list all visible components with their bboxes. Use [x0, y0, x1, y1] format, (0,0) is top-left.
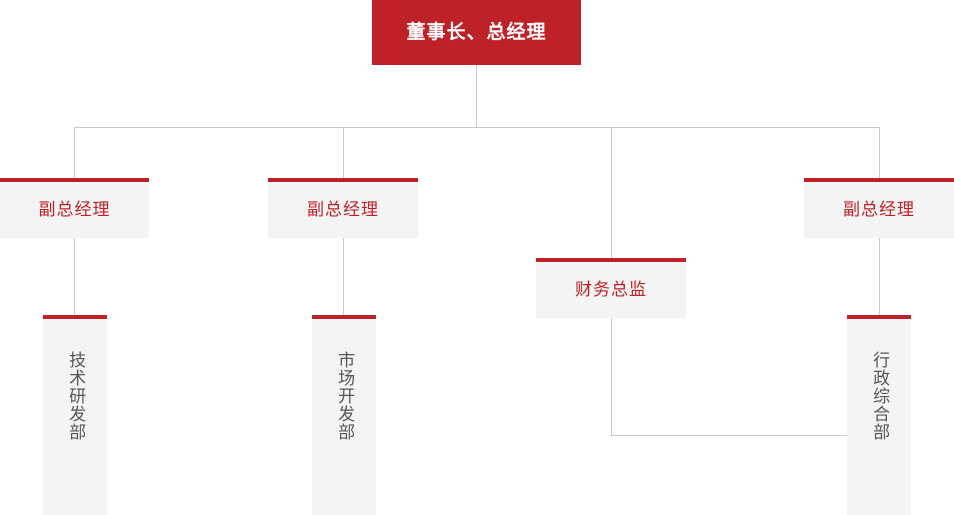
connector-deputy-1-to-dept — [74, 238, 75, 315]
node-technology-rd-department[interactable]: 技术研发部 — [43, 315, 107, 515]
node-label: 副总经理 — [843, 199, 915, 220]
node-label: 技术研发部 — [65, 351, 86, 441]
node-finance-director[interactable]: 财务总监 — [536, 258, 686, 318]
node-label: 副总经理 — [307, 199, 379, 220]
node-deputy-general-manager-2[interactable]: 副总经理 — [268, 178, 418, 238]
connector-deputy-2-to-dept — [343, 238, 344, 315]
connector-finance-across — [611, 435, 851, 436]
connector-root-stem — [476, 65, 477, 127]
node-label: 财务总监 — [575, 279, 647, 300]
connector-distribution-bar — [74, 127, 880, 128]
connector-drop-deputy-2 — [343, 127, 344, 178]
node-label: 行政综合部 — [869, 351, 890, 441]
node-deputy-general-manager-3[interactable]: 副总经理 — [804, 178, 954, 238]
connector-deputy-3-to-dept — [879, 238, 880, 315]
connector-drop-deputy-1 — [74, 127, 75, 178]
node-chairman-general-manager[interactable]: 董事长、总经理 — [372, 0, 581, 65]
connector-drop-finance — [611, 127, 612, 258]
node-label: 副总经理 — [38, 199, 111, 220]
node-deputy-general-manager-1[interactable]: 副总经理 — [0, 178, 149, 238]
node-label: 董事长、总经理 — [406, 21, 547, 43]
connector-drop-deputy-3 — [879, 127, 880, 178]
connector-finance-down — [611, 318, 612, 435]
node-label: 市场开发部 — [334, 351, 355, 441]
node-market-development-department[interactable]: 市场开发部 — [312, 315, 376, 515]
node-administration-department[interactable]: 行政综合部 — [847, 315, 911, 515]
